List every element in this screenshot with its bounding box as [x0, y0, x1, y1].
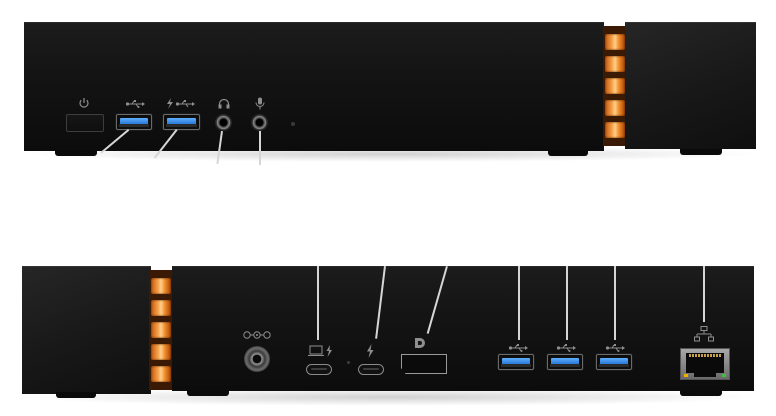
rear-usb-port-1[interactable] [498, 354, 534, 370]
headphone-jack[interactable] [215, 114, 232, 131]
displayport-icon [414, 337, 426, 349]
callout-line [703, 266, 705, 322]
rear-foot-right [680, 390, 722, 396]
callout-line [317, 266, 319, 340]
usb-icon [125, 99, 145, 109]
ethernet-port[interactable] [680, 348, 730, 380]
callout-line [566, 266, 568, 340]
power-icon [77, 97, 91, 109]
network-icon [694, 326, 714, 342]
front-usb-port-2[interactable] [163, 114, 200, 130]
front-heatsink [603, 26, 627, 146]
usb-icon [605, 343, 625, 353]
power-button[interactable] [66, 114, 104, 132]
rear-end-block [22, 266, 151, 394]
front-end-block [625, 22, 756, 149]
front-foot-right [548, 150, 588, 156]
usb-icon [508, 343, 528, 353]
front-foot-block [680, 149, 722, 155]
usb-c-port-1[interactable] [306, 364, 332, 375]
laptop-thunderbolt-icon [308, 345, 334, 357]
status-led-icon [347, 361, 350, 364]
dc-polarity-icon [243, 330, 271, 340]
rear-chassis [172, 266, 754, 391]
usb-icon [556, 343, 576, 353]
front-foot-left [55, 150, 97, 156]
microphone-jack[interactable] [251, 114, 268, 131]
callout-line [259, 131, 261, 165]
rear-usb-port-2[interactable] [547, 354, 583, 370]
callout-line [614, 266, 616, 340]
thunderbolt-icon [365, 344, 375, 358]
front-chassis [24, 22, 604, 151]
displayport-port[interactable] [401, 354, 447, 374]
callout-line [518, 266, 520, 340]
headphones-icon [218, 98, 230, 109]
rear-foot-left [187, 390, 229, 396]
usb-charge-icon [164, 98, 196, 109]
rear-heatsink [149, 270, 173, 390]
dc-in-port[interactable] [244, 346, 270, 372]
microphone-icon [255, 97, 265, 110]
rear-usb-port-3[interactable] [596, 354, 632, 370]
usb-c-port-2[interactable] [358, 364, 384, 375]
status-led-icon [291, 122, 295, 126]
front-usb-port-1[interactable] [116, 114, 152, 130]
rear-foot-block [56, 392, 96, 398]
